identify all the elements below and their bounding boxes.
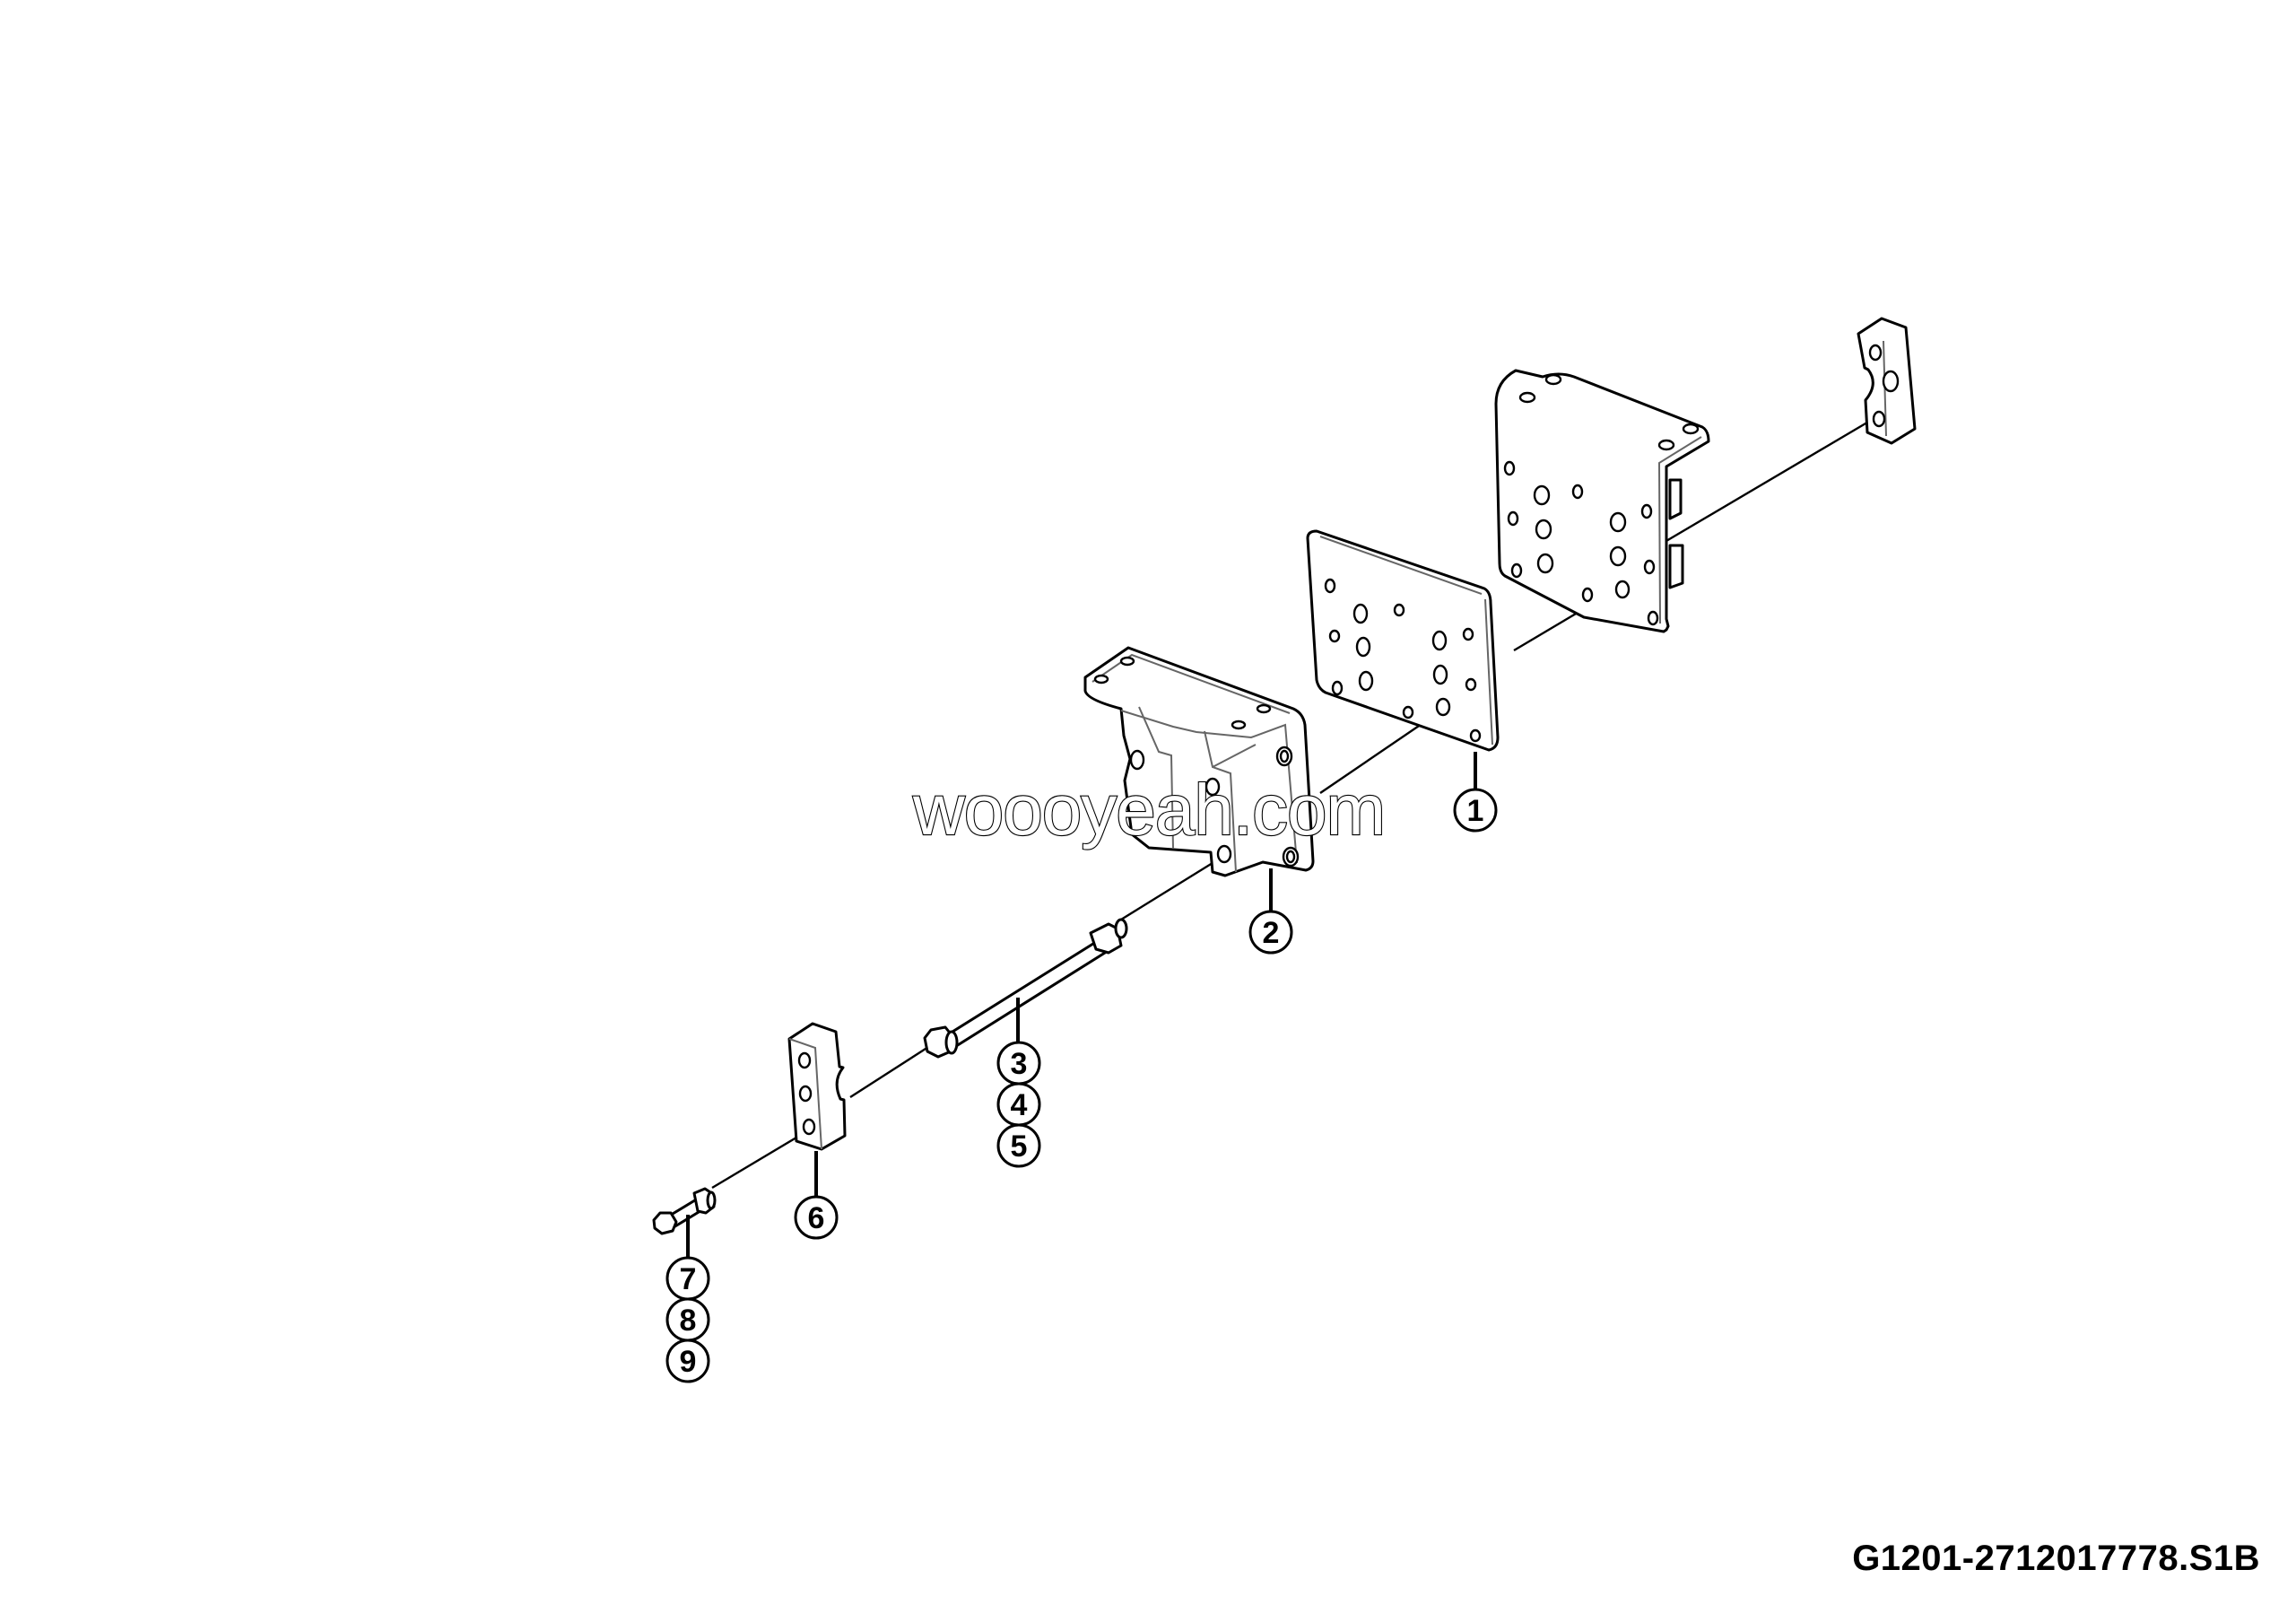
callout-1: 1 bbox=[1453, 788, 1498, 833]
callout-8-label: 8 bbox=[680, 1304, 697, 1338]
support-bracket bbox=[1083, 646, 1315, 877]
callout-5-label: 5 bbox=[1011, 1129, 1028, 1164]
upper-clamp-block bbox=[1857, 317, 1917, 445]
angle-mounting-plate bbox=[1494, 369, 1710, 633]
long-bolt-assembly bbox=[923, 918, 1128, 1059]
callout-3: 3 bbox=[996, 1041, 1041, 1086]
flat-mounting-plate bbox=[1306, 529, 1500, 752]
leader-lines bbox=[686, 752, 1477, 1258]
callout-3-label: 3 bbox=[1011, 1047, 1028, 1081]
callout-4-label: 4 bbox=[1011, 1088, 1028, 1122]
callout-6-label: 6 bbox=[808, 1201, 825, 1235]
callout-4: 4 bbox=[996, 1082, 1041, 1127]
watermark-text: woooyeah.com bbox=[912, 770, 1385, 850]
callout-8: 8 bbox=[665, 1297, 710, 1342]
short-bolt-assembly bbox=[652, 1187, 717, 1235]
callout-6: 6 bbox=[794, 1195, 839, 1240]
clamp-block bbox=[787, 1022, 847, 1151]
callout-7: 7 bbox=[665, 1256, 710, 1301]
callout-9: 9 bbox=[665, 1339, 710, 1383]
callout-2-label: 2 bbox=[1263, 916, 1280, 950]
callout-9-label: 9 bbox=[680, 1345, 697, 1379]
callout-1-label: 1 bbox=[1467, 794, 1484, 828]
callout-5: 5 bbox=[996, 1123, 1041, 1168]
callout-2: 2 bbox=[1248, 910, 1293, 955]
callout-7-label: 7 bbox=[680, 1262, 697, 1296]
drawing-number: G1201-2712017778.S1B bbox=[1852, 1539, 2260, 1578]
